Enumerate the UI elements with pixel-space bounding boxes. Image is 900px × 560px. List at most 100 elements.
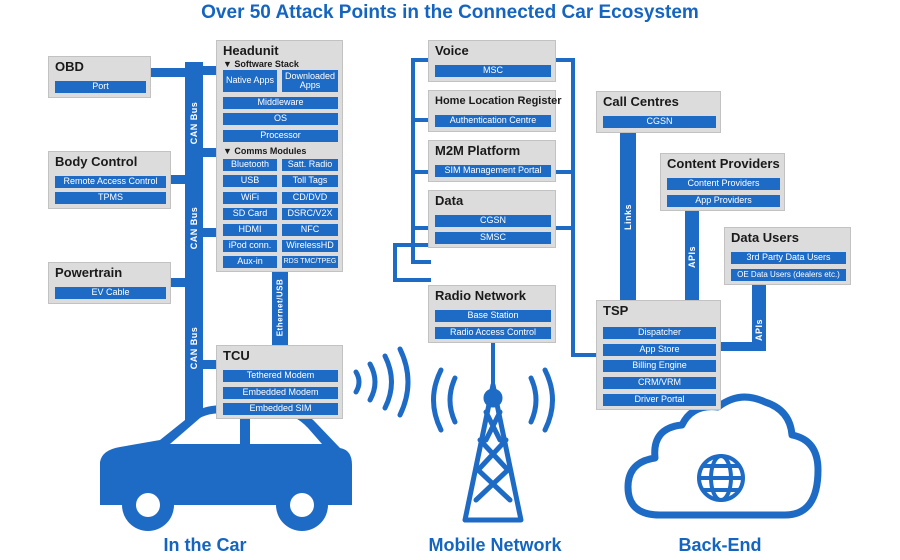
voice-box: Voice MSC xyxy=(428,40,556,82)
ipod-conn: iPod conn. xyxy=(223,240,277,252)
can-bus-to-headunit-2 xyxy=(200,148,220,157)
sd-card: SD Card xyxy=(223,208,277,220)
processor: Processor xyxy=(223,130,338,142)
globe-icon xyxy=(697,454,745,502)
can-bus-to-headunit-3 xyxy=(200,228,220,237)
tcu-box: TCU Tethered Modem Embedded Modem Embedd… xyxy=(216,345,343,419)
remote-access-control: Remote Access Control xyxy=(55,176,166,188)
section-in-the-car: In the Car xyxy=(163,535,247,555)
headunit-box: Headunit ▼ Software Stack Native Apps Do… xyxy=(216,40,343,272)
app-providers: App Providers xyxy=(667,195,780,207)
m2m-box: M2M Platform SIM Management Portal xyxy=(428,140,556,182)
radio-network-box: Radio Network Base Station Radio Access … xyxy=(428,285,556,343)
call-centres-cgsn: CGSN xyxy=(603,116,716,128)
crm-vrm: CRM/VRM xyxy=(603,377,716,389)
cd-dvd: CD/DVD xyxy=(282,192,338,204)
mobile-network-line-right xyxy=(556,58,600,357)
mobile-network-line-mid xyxy=(393,243,431,282)
section-back-end: Back-End xyxy=(678,535,762,555)
obd-title: OBD xyxy=(55,59,84,74)
apis-line-1 xyxy=(685,208,699,305)
links-label: Links xyxy=(623,204,633,231)
nfc: NFC xyxy=(282,224,338,236)
can-bus-label-bottom: CAN Bus xyxy=(189,326,199,370)
can-bus-line xyxy=(185,62,203,447)
links-line xyxy=(620,130,636,305)
content-providers-title: Content Providers xyxy=(667,156,780,171)
tsp-box: TSP Dispatcher App Store Billing Engine … xyxy=(596,300,721,410)
hlr-title: Home Location Register xyxy=(435,95,562,107)
headunit-title: Headunit xyxy=(223,43,279,58)
can-bus-label-mid: CAN Bus xyxy=(189,206,199,250)
data-users-title: Data Users xyxy=(731,230,799,245)
dsrc-v2x: DSRC/V2X xyxy=(282,208,338,220)
hdmi: HDMI xyxy=(223,224,277,236)
can-bus-to-obd xyxy=(150,68,188,77)
content-providers-item: Content Providers xyxy=(667,178,780,190)
msc: MSC xyxy=(435,65,551,77)
billing-engine: Billing Engine xyxy=(603,360,716,372)
obd-box: OBD Port xyxy=(48,56,151,98)
call-centres-box: Call Centres CGSN xyxy=(596,91,721,133)
call-centres-title: Call Centres xyxy=(603,94,679,109)
wireless-signal-icon xyxy=(353,346,411,418)
third-party-data-users: 3rd Party Data Users xyxy=(731,252,846,264)
embedded-modem: Embedded Modem xyxy=(223,387,338,399)
can-bus-to-headunit xyxy=(200,66,220,75)
content-providers-box: Content Providers Content Providers App … xyxy=(660,153,785,211)
apis-line-2-h xyxy=(720,342,766,351)
data-cgsn: CGSN xyxy=(435,215,551,227)
wireless-hd: WirelessHD xyxy=(282,240,338,252)
mobile-network-line-left xyxy=(411,58,431,264)
apis-label-2: APIs xyxy=(754,319,764,342)
obd-port: Port xyxy=(55,81,146,93)
voice-title: Voice xyxy=(435,43,469,58)
car-icon xyxy=(100,400,352,531)
os: OS xyxy=(223,113,338,125)
section-mobile-network: Mobile Network xyxy=(428,535,562,555)
aux-in: Aux-in xyxy=(223,256,277,268)
ev-cable: EV Cable xyxy=(55,287,166,299)
base-station: Base Station xyxy=(435,310,551,322)
page-title: Over 50 Attack Points in the Connected C… xyxy=(201,2,699,23)
middleware: Middleware xyxy=(223,97,338,109)
sim-management-portal: SIM Management Portal xyxy=(435,165,551,177)
radio-network-title: Radio Network xyxy=(435,288,527,303)
comms-modules-label: ▼ Comms Modules xyxy=(223,146,307,156)
hlr-box: Home Location Register Authentication Ce… xyxy=(428,90,562,132)
software-stack-label: ▼ Software Stack xyxy=(223,59,299,69)
authentication-centre: Authentication Centre xyxy=(435,115,551,127)
can-bus-label-top: CAN Bus xyxy=(189,101,199,145)
tpms: TPMS xyxy=(55,192,166,204)
embedded-sim: Embedded SIM xyxy=(223,403,338,415)
rds-tmc-tpeg: RDS TMC/TPEG xyxy=(282,256,338,268)
bluetooth: Bluetooth xyxy=(223,159,277,171)
downloaded-apps: Downloaded Apps xyxy=(282,70,338,92)
m2m-title: M2M Platform xyxy=(435,143,521,158)
driver-portal: Driver Portal xyxy=(603,394,716,406)
satt-radio: Satt. Radio xyxy=(282,159,338,171)
data-users-box: Data Users 3rd Party Data Users OE Data … xyxy=(724,227,851,285)
apis-label-1: APIs xyxy=(687,246,697,269)
can-bus-to-tcu xyxy=(200,360,222,369)
oe-data-users: OE Data Users (dealers etc.) xyxy=(731,269,846,281)
tethered-modem: Tethered Modem xyxy=(223,370,338,382)
data-title: Data xyxy=(435,193,464,208)
data-box: Data CGSN SMSC xyxy=(428,190,556,248)
cell-tower-icon xyxy=(431,367,555,523)
body-control-title: Body Control xyxy=(55,154,138,169)
tcu-title: TCU xyxy=(223,348,250,363)
ethernet-usb-line xyxy=(272,268,288,348)
app-store: App Store xyxy=(603,344,716,356)
powertrain-title: Powertrain xyxy=(55,265,123,280)
wifi: WiFi xyxy=(223,192,277,204)
powertrain-box: Powertrain EV Cable xyxy=(48,262,171,304)
radio-access-control: Radio Access Control xyxy=(435,327,551,339)
apis-line-2 xyxy=(752,282,766,350)
tsp-title: TSP xyxy=(603,303,629,318)
toll-tags: Toll Tags xyxy=(282,175,338,187)
smsc: SMSC xyxy=(435,232,551,244)
ethernet-usb-label: Ethernet/USB xyxy=(275,278,285,337)
usb: USB xyxy=(223,175,277,187)
